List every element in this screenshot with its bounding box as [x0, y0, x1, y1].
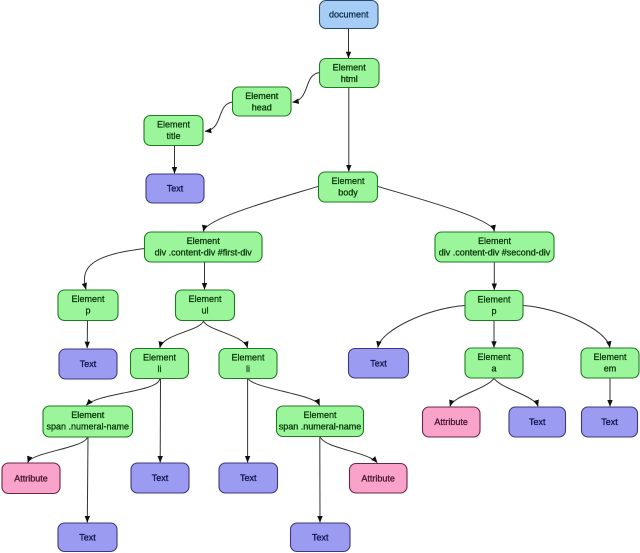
- svg-text:Element: Element: [478, 236, 512, 246]
- svg-text:p: p: [85, 306, 90, 316]
- svg-text:html: html: [341, 74, 358, 84]
- svg-text:p: p: [491, 306, 496, 316]
- svg-text:Text: Text: [529, 417, 546, 427]
- svg-text:Element: Element: [303, 410, 337, 420]
- svg-text:Element: Element: [188, 294, 222, 304]
- svg-text:head: head: [252, 103, 272, 113]
- svg-text:span .numeral-name: span .numeral-name: [47, 422, 130, 432]
- svg-text:Element: Element: [477, 295, 511, 305]
- svg-text:Text: Text: [370, 358, 387, 368]
- svg-text:Text: Text: [79, 533, 96, 543]
- svg-text:Element: Element: [477, 352, 511, 362]
- svg-text:span .numeral-name: span .numeral-name: [279, 422, 362, 432]
- svg-text:Element: Element: [245, 91, 279, 101]
- svg-text:Text: Text: [80, 359, 97, 369]
- svg-text:div .content-div #first-div: div .content-div #first-div: [155, 248, 253, 258]
- svg-text:ul: ul: [201, 306, 208, 316]
- svg-text:Text: Text: [152, 473, 169, 483]
- svg-text:Text: Text: [167, 184, 184, 194]
- svg-text:Element: Element: [333, 63, 367, 73]
- svg-text:Attribute: Attribute: [361, 473, 395, 483]
- svg-text:Text: Text: [601, 417, 618, 427]
- svg-text:Element: Element: [593, 352, 627, 362]
- svg-text:Element: Element: [187, 236, 221, 246]
- svg-text:em: em: [604, 364, 617, 374]
- svg-text:title: title: [166, 131, 180, 141]
- svg-text:body: body: [338, 188, 358, 198]
- svg-text:Element: Element: [143, 353, 177, 363]
- svg-text:Text: Text: [240, 473, 257, 483]
- svg-text:div .content-div #second-div: div .content-div #second-div: [439, 248, 551, 258]
- svg-text:Element: Element: [331, 176, 365, 186]
- svg-text:Element: Element: [71, 410, 105, 420]
- svg-text:li: li: [246, 364, 250, 374]
- svg-text:Attribute: Attribute: [14, 473, 48, 483]
- svg-text:Element: Element: [157, 120, 191, 130]
- svg-text:document: document: [329, 10, 369, 20]
- svg-text:Element: Element: [71, 294, 105, 304]
- svg-text:Element: Element: [231, 353, 265, 363]
- svg-text:li: li: [158, 364, 162, 374]
- svg-text:a: a: [491, 364, 496, 374]
- svg-text:Text: Text: [312, 533, 329, 543]
- svg-text:Attribute: Attribute: [434, 417, 468, 427]
